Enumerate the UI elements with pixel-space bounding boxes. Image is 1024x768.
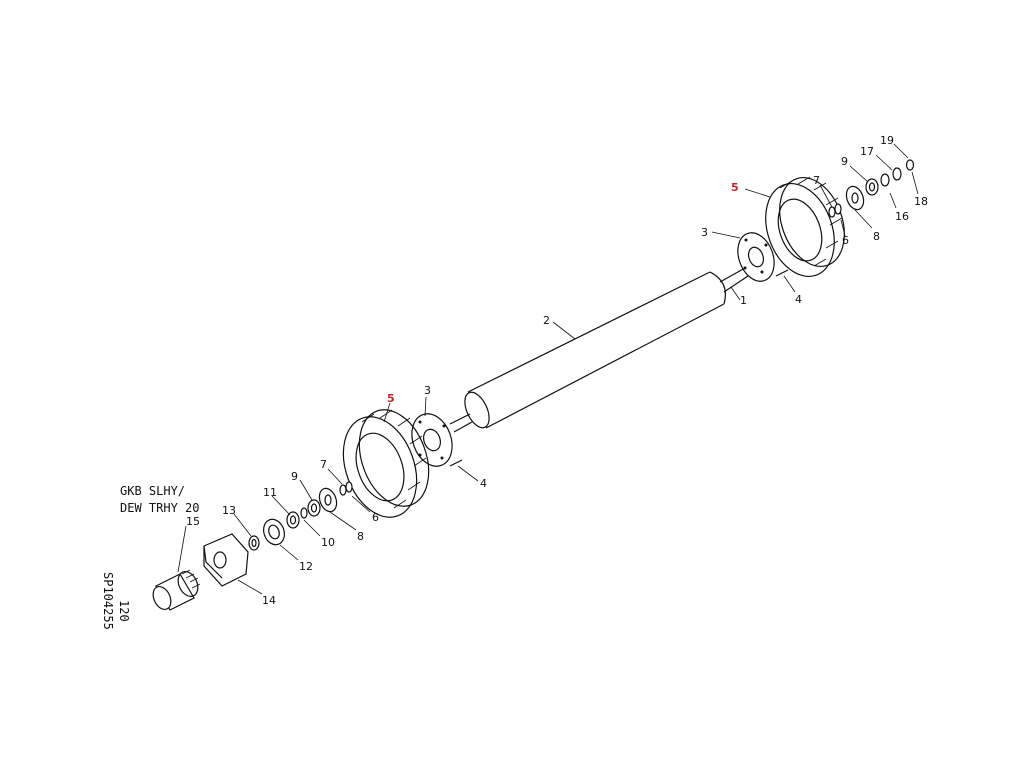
note-line-1: GKB SLHY/ xyxy=(120,484,185,498)
callout-18: 18 xyxy=(914,195,928,208)
callout-6-left: 6 xyxy=(372,511,379,524)
callout-3-right: 3 xyxy=(701,226,708,239)
leader-lines xyxy=(177,143,919,595)
callout-4-right: 4 xyxy=(795,293,802,306)
pin-left xyxy=(449,459,463,467)
callout-14: 14 xyxy=(262,594,276,607)
callout-7-left: 7 xyxy=(320,458,327,471)
callout-19: 19 xyxy=(880,134,894,147)
callout-5-right: 5 xyxy=(731,181,739,194)
pin-right xyxy=(775,269,789,277)
callout-5-left: 5 xyxy=(387,392,395,405)
flange-right xyxy=(737,232,775,282)
ref-code: SP104255 xyxy=(101,572,115,630)
sprocket-ring-right xyxy=(765,176,845,278)
right-bearing-stack xyxy=(828,159,915,218)
callout-16: 16 xyxy=(895,210,909,223)
callout-8-left: 8 xyxy=(357,530,364,543)
sprocket-ring-left xyxy=(342,409,430,518)
callout-4-left: 4 xyxy=(480,477,487,490)
note-line-2: DEW TRHY 20 xyxy=(120,501,199,515)
callout-15: 15 xyxy=(186,515,200,528)
callout-9-right: 9 xyxy=(841,155,848,168)
flange-left xyxy=(411,413,453,467)
callout-2: 2 xyxy=(543,314,550,327)
callout-10: 10 xyxy=(321,536,335,549)
shaft xyxy=(449,267,749,433)
callout-3-left: 3 xyxy=(424,384,431,397)
callout-11: 11 xyxy=(263,486,277,499)
callout-8-right: 8 xyxy=(873,230,880,243)
motor-bracket xyxy=(203,533,249,587)
callout-7-right: 7 xyxy=(813,174,820,187)
callout-17: 17 xyxy=(860,145,874,158)
callouts: 1 2 3 3 4 4 5 5 6 6 7 7 8 8 9 9 10 11 12… xyxy=(186,134,928,607)
callout-6-right: 6 xyxy=(842,234,849,247)
callout-1: 1 xyxy=(740,294,747,307)
left-bearing-stack xyxy=(248,481,353,551)
callout-12: 12 xyxy=(299,560,313,573)
drawing-note: GKB SLHY/ DEW TRHY 20 xyxy=(120,484,199,515)
callout-13: 13 xyxy=(222,504,236,517)
roller-tube xyxy=(464,271,726,429)
ref-number: 120 xyxy=(117,600,131,622)
reference-code: SP104255 120 xyxy=(101,572,131,630)
motor-cylinder xyxy=(152,569,201,611)
callout-9-left: 9 xyxy=(291,470,298,483)
